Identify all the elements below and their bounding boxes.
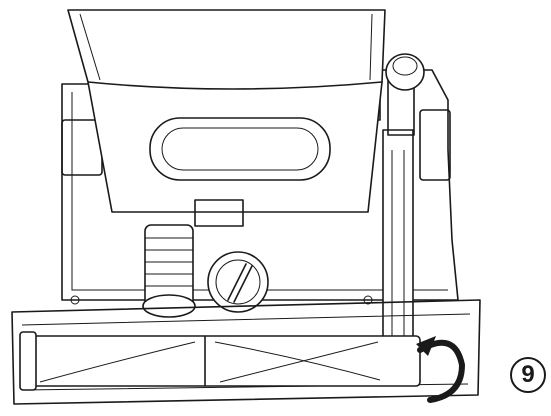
- arrow-head: [416, 336, 436, 356]
- adjustment-dial: [207, 251, 269, 313]
- release-knob: [385, 53, 425, 91]
- carry-handle-inner: [161, 127, 319, 171]
- brushroll-end-cap-left: [19, 331, 37, 391]
- hose-end: [142, 294, 196, 318]
- carry-handle: [149, 117, 331, 181]
- adjustment-dial-inner: [215, 259, 261, 305]
- brushroll-bristles: [39, 341, 381, 383]
- hose-ribs: [145, 237, 193, 287]
- step-number: 9: [521, 361, 535, 388]
- screw-left: [70, 295, 80, 305]
- cup-latch: [194, 199, 244, 227]
- brushroll-tray: [11, 299, 481, 405]
- dirt-cup-edge: [79, 13, 373, 81]
- step-number-badge: 9: [510, 357, 546, 393]
- right-wheel-bracket: [419, 109, 451, 181]
- base-housing-inner: [71, 92, 448, 291]
- dirt-cup-rim: [87, 81, 383, 90]
- release-knob-top: [392, 56, 418, 76]
- curved-arrow-icon: [417, 339, 466, 403]
- dial-slot: [227, 263, 253, 303]
- dirt-cup: [67, 9, 386, 213]
- screw-right: [363, 295, 373, 305]
